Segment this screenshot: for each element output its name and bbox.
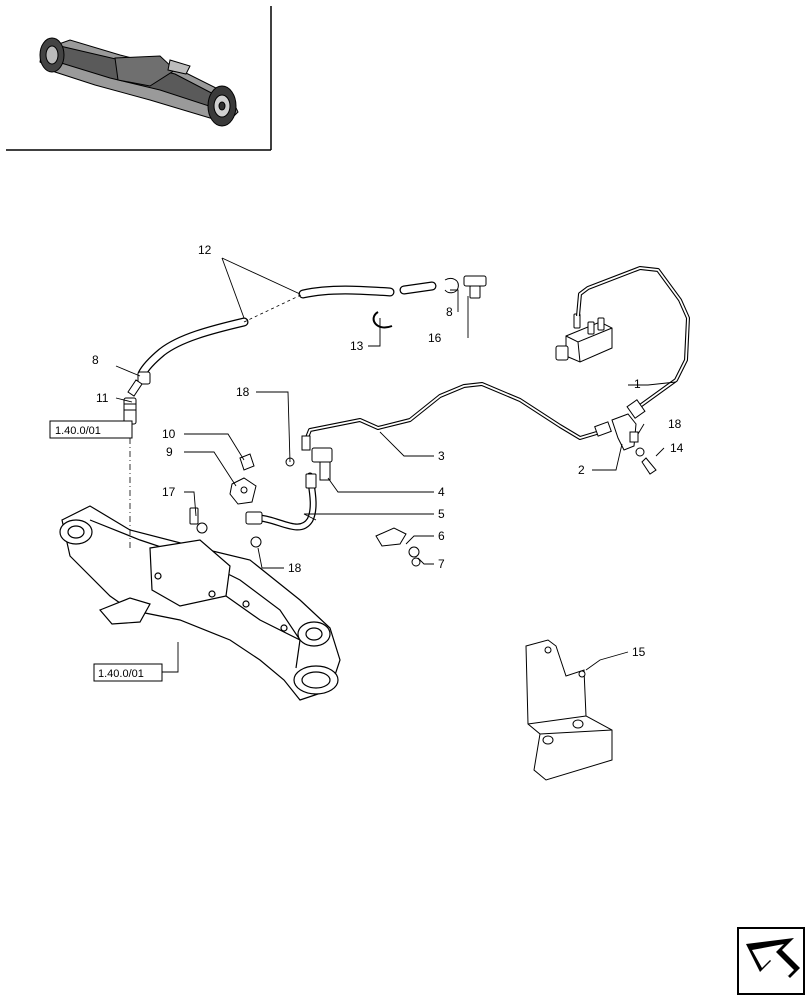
axle-housing	[59, 505, 341, 701]
breather-hose	[137, 281, 437, 379]
callout-4: 4	[438, 485, 445, 499]
callout-12: 12	[198, 243, 212, 257]
breather-fittings	[123, 275, 487, 425]
callout-8-left: 8	[92, 353, 99, 367]
axle-thumbnail-image	[39, 37, 239, 127]
callout-3: 3	[438, 449, 445, 463]
callout-18-lower: 18	[288, 561, 302, 575]
callout-15: 15	[632, 645, 646, 659]
callout-8-right: 8	[446, 305, 453, 319]
callout-16-label: 16	[428, 331, 442, 345]
next-page-arrow-icon[interactable]	[737, 927, 805, 995]
callout-13: 13	[350, 339, 364, 353]
flexible-hose-5	[256, 472, 317, 531]
hose-end-fittings	[245, 473, 317, 525]
callout-9: 9	[166, 445, 173, 459]
brake-valve	[555, 313, 613, 363]
callout-18-right: 18	[668, 417, 682, 431]
support-bracket-15	[525, 639, 613, 781]
ref-box-upper-label: 1.40.0/01	[55, 425, 101, 437]
callout-7: 7	[438, 557, 445, 571]
callout-18-upper: 18	[236, 385, 250, 399]
union-fitting-2	[611, 413, 657, 475]
callout-17: 17	[162, 485, 176, 499]
leader-lines	[115, 257, 677, 673]
ref-box-lower-label: 1.40.0/01	[98, 668, 144, 680]
thumbnail-frame	[6, 6, 272, 151]
callout-10: 10	[162, 427, 176, 441]
callout-2: 2	[578, 463, 585, 477]
brake-pipe-3	[304, 382, 612, 441]
ref-box-lower[interactable]: 1.40.0/01	[93, 663, 163, 682]
callout-1: 1	[634, 377, 641, 391]
callout-5: 5	[438, 507, 445, 521]
callout-6: 6	[438, 529, 445, 543]
brake-pipe-1	[576, 266, 690, 419]
callout-14: 14	[670, 441, 684, 455]
callout-labels: 12 8 11 13 16 8 18 10 9 17 1 18 14 2 3 4…	[92, 243, 684, 659]
ref-box-upper[interactable]: 1.40.0/01	[49, 420, 133, 439]
small-parts	[189, 453, 421, 567]
callout-11: 11	[96, 391, 109, 405]
